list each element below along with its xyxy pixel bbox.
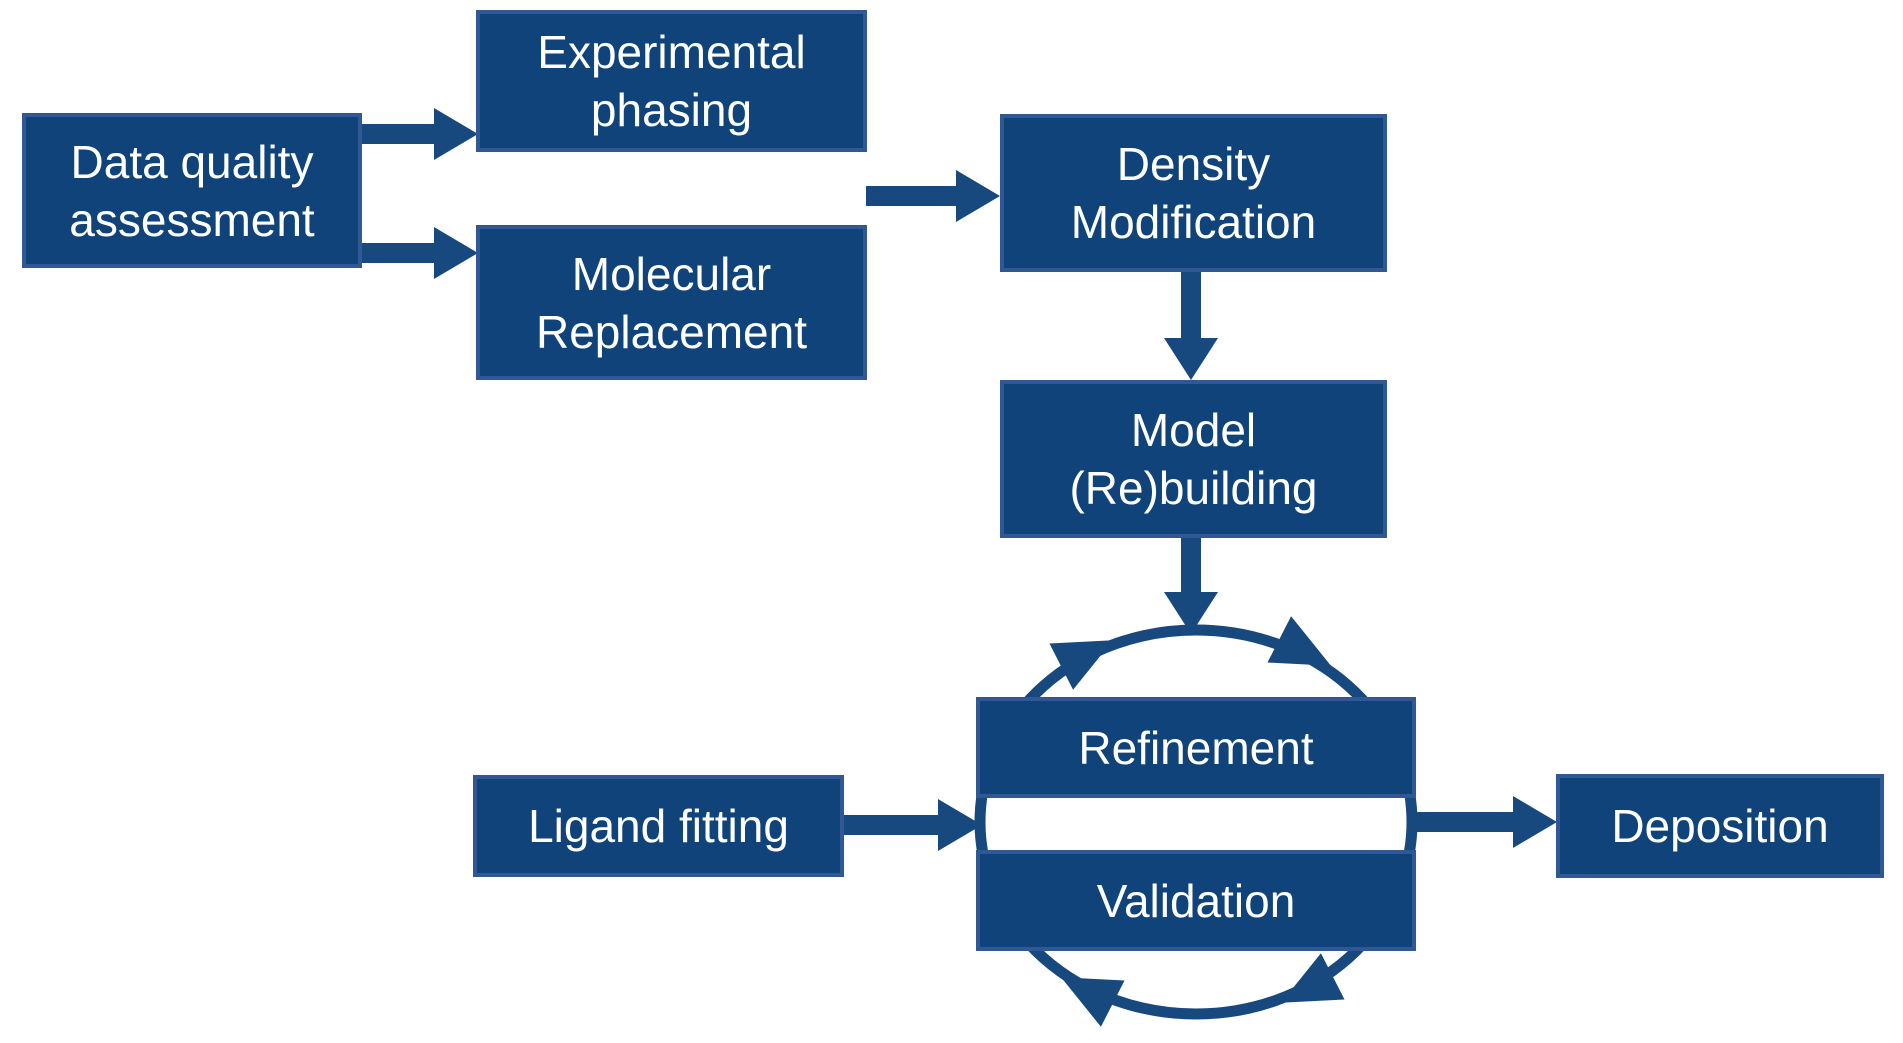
cycle-arrowhead-bottom-left-icon — [1061, 977, 1125, 1027]
node-label-line: Data quality — [70, 135, 314, 188]
node-molecular-replacement: Molecular Replacement — [476, 225, 867, 380]
arrow-data-quality-to-experimental-phasing-icon — [362, 108, 478, 160]
node-ligand-fitting: Ligand fitting — [473, 775, 844, 877]
node-label-line: Modification — [1070, 196, 1317, 248]
node-label-line: Replacement — [535, 305, 808, 358]
node-label-line: Experimental — [537, 26, 806, 78]
node-label-line: Model — [1130, 404, 1257, 456]
arrow-cycle-to-deposition-icon — [1410, 796, 1557, 848]
node-data-quality-assessment: Data quality assessment — [22, 113, 362, 268]
cycle-arrowhead-top-right-icon — [1267, 616, 1331, 666]
node-density-modification: Density Modification — [1000, 114, 1387, 272]
node-label-line: assessment — [69, 193, 315, 246]
arrow-model-rebuilding-to-cycle-icon — [1164, 538, 1218, 634]
node-experimental-phasing: Experimental phasing — [476, 10, 867, 152]
arrow-data-quality-to-molecular-replacement-icon — [362, 227, 478, 279]
node-label: Deposition — [1611, 800, 1829, 852]
node-label-line: Density — [1116, 138, 1271, 190]
arrow-phasing-to-density-modification-icon — [866, 170, 1000, 222]
cycle-arrowhead-top-left-icon — [1049, 640, 1113, 690]
node-label-line: phasing — [590, 84, 753, 136]
arrow-ligand-fitting-to-cycle-icon — [844, 799, 982, 851]
cycle-circle — [974, 624, 1418, 1020]
node-validation: Validation — [976, 850, 1416, 951]
node-label: Validation — [1096, 874, 1296, 927]
node-model-rebuilding: Model (Re)building — [1000, 380, 1387, 538]
node-label: Ligand fitting — [528, 800, 789, 852]
node-refinement: Refinement — [976, 697, 1416, 798]
cycle-arrowhead-bottom-right-icon — [1281, 953, 1345, 1003]
node-label: Refinement — [1078, 721, 1314, 774]
arrow-density-to-model-rebuilding-icon — [1164, 272, 1218, 380]
node-deposition: Deposition — [1556, 774, 1884, 878]
node-label-line: Molecular — [571, 247, 772, 300]
node-label-line: (Re)building — [1069, 462, 1318, 514]
